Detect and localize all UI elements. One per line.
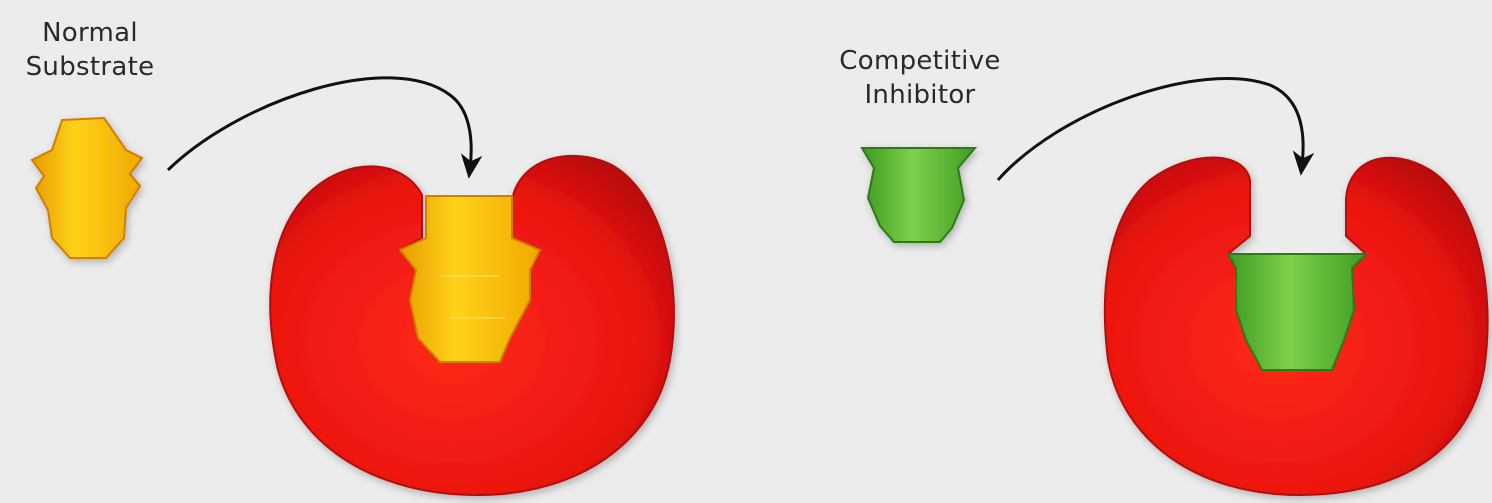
- inhibitor-free: [862, 148, 975, 242]
- competitive-inhibitor-label: Competitive Inhibitor: [800, 44, 1040, 112]
- normal-substrate-label-line1: Normal: [10, 16, 170, 50]
- competitive-inhibitor-label-line2: Inhibitor: [800, 78, 1040, 112]
- competitive-inhibitor-label-line1: Competitive: [800, 44, 1040, 78]
- arrow-left: [168, 78, 471, 170]
- normal-substrate-label: Normal Substrate: [10, 16, 170, 84]
- arrow-right: [998, 78, 1303, 180]
- normal-substrate-label-line2: Substrate: [10, 50, 170, 84]
- substrate-free: [32, 118, 142, 258]
